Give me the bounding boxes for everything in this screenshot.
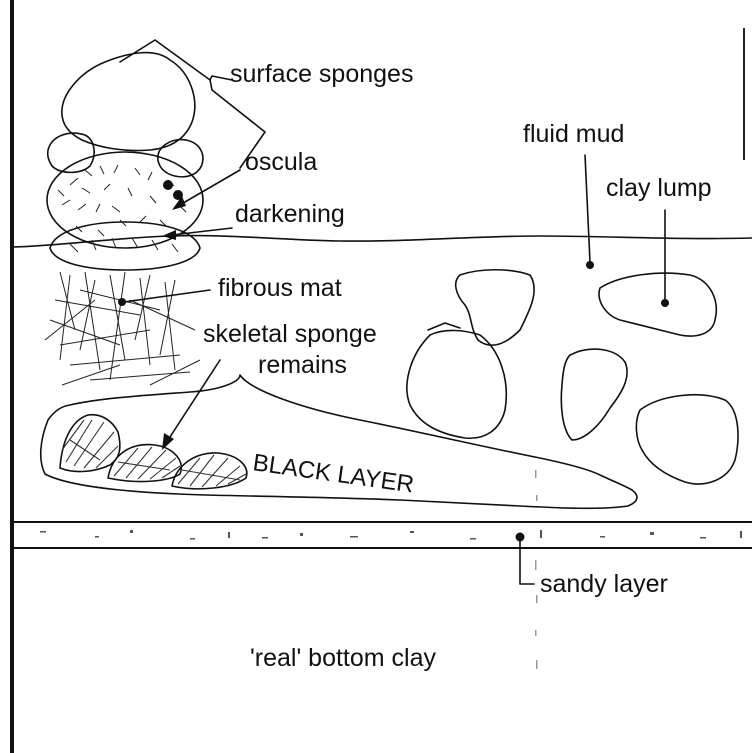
frame bbox=[12, 0, 744, 753]
fibrous-mat-shapes bbox=[45, 272, 200, 385]
surface-sponges-bracket bbox=[120, 40, 232, 80]
surface-sponges-label: surface sponges bbox=[230, 60, 413, 88]
clay-lump-label: clay lump bbox=[606, 174, 712, 202]
sandy-layer-band bbox=[12, 522, 752, 548]
sediment-surface-line bbox=[12, 236, 752, 247]
black-layer-outline bbox=[41, 375, 637, 508]
real-bottom-clay-label: 'real' bottom clay bbox=[250, 644, 437, 672]
clay-lump-1 bbox=[456, 270, 534, 345]
clay-lump-2 bbox=[599, 273, 716, 336]
surface-sponges-shapes bbox=[47, 53, 203, 270]
sand-grains bbox=[40, 530, 742, 540]
oscula-label: oscula bbox=[245, 148, 317, 176]
clay-lump-5 bbox=[636, 395, 738, 484]
speckle-trail bbox=[535, 470, 538, 669]
skeletal-sponge-remains-shapes bbox=[60, 415, 247, 489]
skeletal-sponge-remains-label-line2: remains bbox=[258, 351, 347, 379]
clay-lumps bbox=[407, 270, 738, 484]
darkening-label: darkening bbox=[235, 200, 345, 228]
skeletal-sponge-remains-label-line1: skeletal sponge bbox=[203, 320, 377, 348]
clay-lump-3 bbox=[407, 330, 506, 438]
black-layer-label: BLACK LAYER bbox=[251, 449, 415, 498]
clay-lump-4 bbox=[561, 349, 627, 440]
fluid-mud-label: fluid mud bbox=[523, 120, 624, 148]
osculum-dot-1 bbox=[163, 180, 173, 190]
sandy-layer-label: sandy layer bbox=[540, 570, 668, 598]
fibrous-mat-label: fibrous mat bbox=[218, 274, 342, 302]
